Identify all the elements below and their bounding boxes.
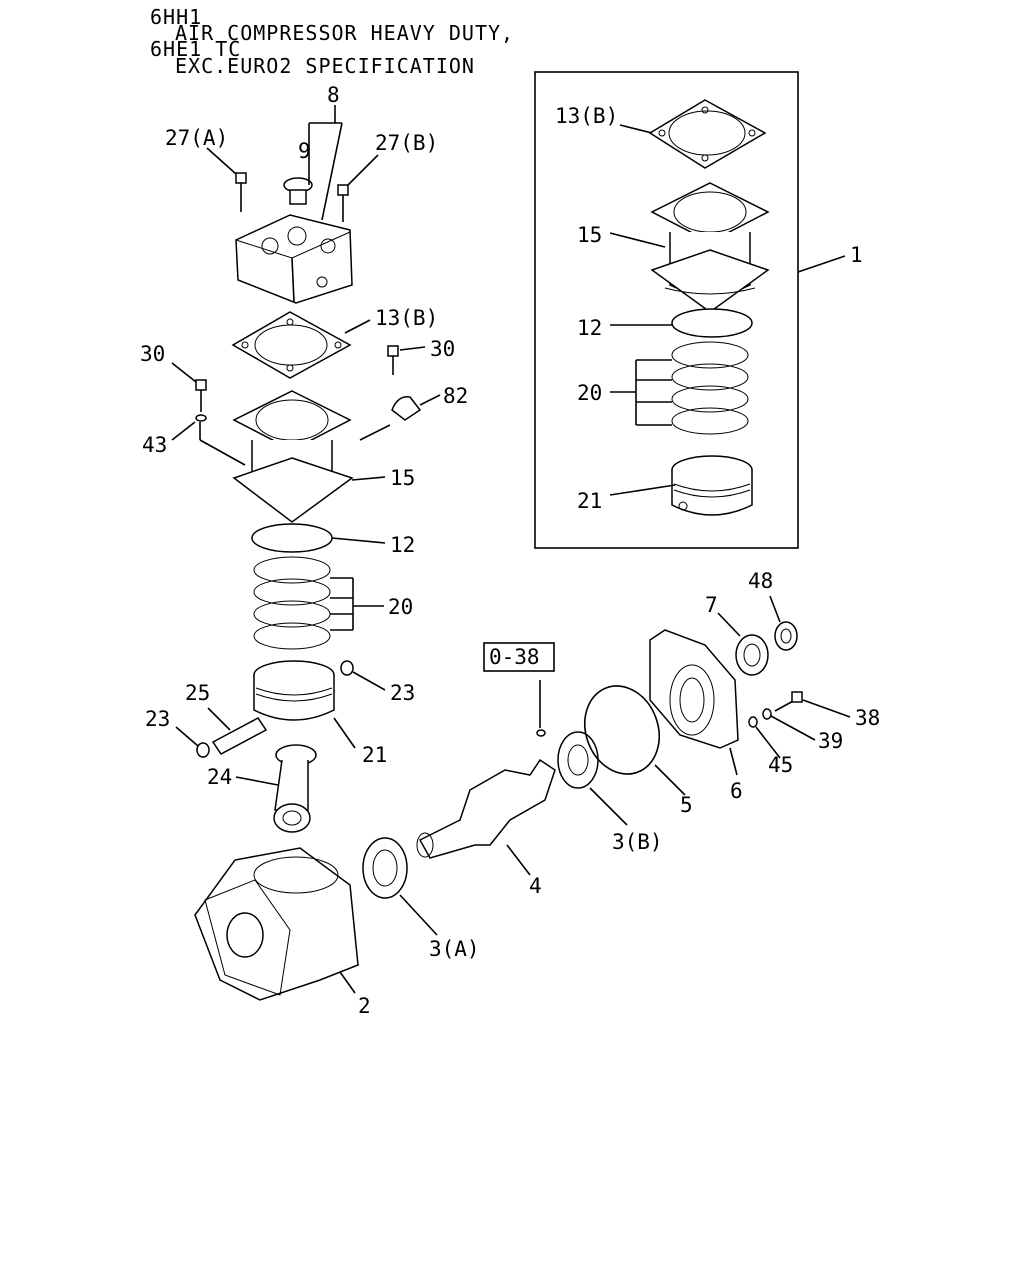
- connecting-rod-24: [273, 744, 317, 833]
- callout-23-right: 23: [390, 681, 415, 705]
- inset-callout-15: 15: [577, 223, 602, 247]
- inset-callout-20: 20: [577, 381, 602, 405]
- callout-48: 48: [748, 569, 773, 593]
- dowel-pin: [536, 729, 546, 737]
- cylinder-15: [232, 390, 354, 523]
- callout-25: 25: [185, 681, 210, 705]
- callout-38: 38: [855, 706, 880, 730]
- inset-gasket-13b: [648, 99, 767, 169]
- inset-callout-13b: 13(B): [555, 104, 618, 128]
- callout-39: 39: [818, 729, 843, 753]
- bearing-3a: [362, 837, 408, 899]
- callout-5: 5: [680, 793, 693, 817]
- callout-3b: 3(B): [612, 830, 663, 854]
- gasket-13b: [231, 311, 352, 379]
- oil-seal-7: [735, 634, 769, 676]
- callout-24: 24: [207, 765, 232, 789]
- callout-27b: 27(B): [375, 131, 438, 155]
- bolt-27a: [235, 172, 247, 212]
- header-title: AIR COMPRESSOR HEAVY DUTY,: [175, 21, 514, 45]
- bolt-30-right: [387, 345, 399, 375]
- callout-6: 6: [730, 779, 743, 803]
- end-cover-6: [649, 629, 739, 749]
- piston-rings-20: [253, 556, 331, 650]
- snap-ring-23-left: [196, 742, 210, 758]
- callout-20: 20: [388, 595, 413, 619]
- washer-43: [195, 414, 207, 422]
- crankcase-2: [194, 847, 359, 1001]
- callout-3a: 3(A): [429, 937, 480, 961]
- inset-piston-21: [671, 455, 753, 516]
- inset-cylinder-15: [650, 182, 770, 313]
- leader-lines: [171, 105, 851, 994]
- piston-21: [253, 660, 335, 721]
- inset-piston-rings-20: [671, 341, 749, 435]
- callout-23-left: 23: [145, 707, 170, 731]
- callout-43: 43: [142, 433, 167, 457]
- bolt-27b: [337, 184, 349, 222]
- washer-45: [748, 716, 758, 728]
- callout-9: 9: [298, 139, 311, 163]
- callout-27a: 27(A): [165, 126, 228, 150]
- cylinder-assembly-inset-frame: [534, 71, 799, 549]
- callout-82: 82: [443, 384, 468, 408]
- bolt-30-left: [195, 379, 207, 412]
- reference-box-label: 0-38: [489, 645, 540, 669]
- callout-7: 7: [705, 593, 718, 617]
- cylinder-head: [235, 214, 353, 304]
- valve-plug-9: [283, 177, 313, 205]
- inset-callout-21: 21: [577, 489, 602, 513]
- inset-gasket-12: [671, 308, 753, 338]
- callout-13b: 13(B): [375, 306, 438, 330]
- crankshaft-4: [416, 758, 556, 859]
- gasket-12: [251, 523, 333, 553]
- callout-15: 15: [390, 466, 415, 490]
- bearing-3b: [557, 731, 599, 789]
- header-spec: EXC.EURO2 SPECIFICATION: [175, 54, 475, 78]
- callout-30-left: 30: [140, 342, 165, 366]
- callouts: 8 27(A) 9 27(B) 13(B) 30 30 82 43 15 12 …: [140, 83, 880, 1018]
- washer-39: [762, 708, 772, 720]
- reference-box: [483, 642, 555, 672]
- callout-12: 12: [390, 533, 415, 557]
- piston-pin-25: [211, 717, 268, 755]
- bolt-38: [774, 691, 803, 712]
- header-engine: 6HE1 TC: [150, 37, 241, 61]
- diagram-header: 6HH1 AIR COMPRESSOR HEAVY DUTY, 6HE1 TC …: [150, 5, 514, 78]
- seal-48: [774, 621, 798, 651]
- callout-8: 8: [327, 83, 340, 107]
- o-ring-5: [584, 685, 660, 775]
- header-model: 6HH1: [150, 5, 202, 29]
- callout-1: 1: [850, 243, 863, 267]
- inset-callout-12: 12: [577, 316, 602, 340]
- clip-82: [391, 396, 422, 421]
- callout-21: 21: [362, 743, 387, 767]
- callout-4: 4: [529, 874, 542, 898]
- callout-30-right: 30: [430, 337, 455, 361]
- callout-45: 45: [768, 753, 793, 777]
- snap-ring-23-right: [340, 660, 354, 676]
- callout-2: 2: [358, 994, 371, 1018]
